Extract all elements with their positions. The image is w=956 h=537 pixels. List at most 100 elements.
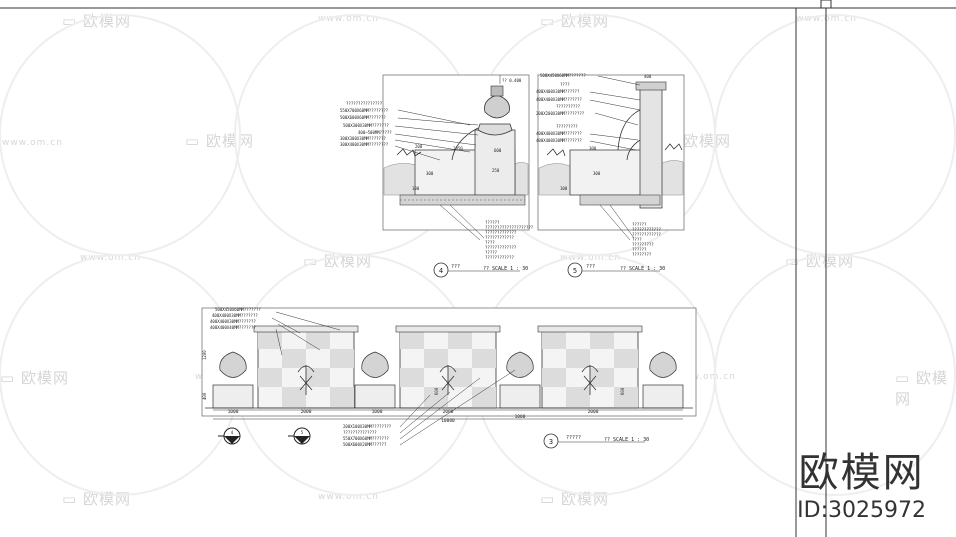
drawing-4-bottom-callouts: ?????? ???????????????????? ????????????… (485, 220, 534, 260)
watermark-logo: ▭ 欧模网 (185, 132, 254, 150)
drawing-5-bottom-callouts: ?????? ???????????? ???????????? ???? ??… (632, 222, 661, 257)
callout-label: 400X400X30MM??????? (210, 319, 256, 324)
pillar-cap (635, 81, 667, 91)
dimension-label: 2000 (301, 409, 312, 415)
callout-label: ???????????????????? (485, 225, 534, 230)
callout-label: 400X400X30MM??????? (212, 313, 258, 318)
drawing-3-bottom-callouts: 200X100X30MM???????? ?????????????? 550X… (343, 424, 392, 447)
callout-label: ???????????? (485, 255, 514, 260)
frame-grip-handle[interactable] (820, 0, 832, 9)
callout-label: ???? (560, 82, 570, 87)
callout-label: 400~500MM????? (358, 130, 392, 135)
dimension-label: 600 (434, 387, 439, 395)
callout-label: 500X600X20MM?????? (343, 442, 387, 447)
watermark-url: www.om.cn (318, 492, 379, 502)
plant-symbol (664, 143, 683, 151)
callout-label: ?????????? (556, 104, 581, 109)
urn-pedestal (354, 351, 396, 409)
dimension-label: 100 (560, 186, 568, 191)
callout-label: ????????????? (485, 230, 517, 235)
watermark-url: www.om.cn (560, 253, 621, 263)
callout-label: ???????? (632, 252, 652, 257)
section-marker (433, 262, 449, 278)
callout-label: 300X400X30MM???????? (340, 142, 389, 147)
dimension-label: 1200 (202, 350, 207, 360)
leader-lines (399, 369, 516, 446)
water-arc (617, 109, 641, 151)
watermark-logo: ▭ 欧模网 (0, 369, 69, 387)
dimension-label: 300 (426, 171, 434, 176)
drawing-4-section: ?? 0.400 ??????????????? 550X700X60MM???… (340, 74, 534, 278)
drawing-number: 5 (573, 267, 577, 275)
drawing-4-left-callouts: ??????????????? 550X700X60MM???????? 500… (340, 101, 392, 147)
wall-pillar (639, 87, 663, 209)
watermark-logo: ▭ 欧模网 (895, 369, 948, 408)
drawing-title: ??? (586, 264, 595, 270)
callout-label: ????????????? (485, 245, 517, 250)
callout-label: 200X200X30MM???????? (536, 111, 585, 116)
leader-lines (589, 75, 641, 241)
dimension-label: 1000 (515, 414, 526, 420)
svg-text:4: 4 (231, 430, 234, 435)
dimension-label: 600 (620, 387, 625, 395)
callout-label: 500X300X30MM??????? (343, 123, 389, 128)
callout-label: ????? (485, 250, 498, 255)
callout-label: 300X300X30MM??????? (340, 136, 386, 141)
dimension-label: 250 (492, 168, 500, 173)
callout-label: 500X600X60MM??????? (340, 115, 386, 120)
drawing-5-section: 500X450X60MM??????? ???? 400X400X30MM???… (536, 73, 685, 278)
drawing-title: ????? (566, 435, 581, 441)
urn-top (490, 85, 504, 97)
drawing-3-top-callouts: 500X450X60MM??????? 400X400X30MM??????? … (210, 307, 261, 330)
callout-label: 500X450X60MM??????? (540, 73, 586, 78)
watermark-url: www.om.cn (80, 253, 141, 263)
dimension-label: 100 (412, 186, 420, 191)
gravel-base (399, 194, 526, 206)
drawing-title: ??? (451, 264, 460, 270)
section-cut-marker: 5 (288, 427, 311, 445)
dimension-label: 300 (593, 171, 601, 176)
drawing-scale: ?? SCALE 1 : 30 (620, 266, 665, 272)
dimension-label: 300 (589, 146, 597, 151)
drawing-3-vdims: 1200 400 600 600 (202, 350, 625, 400)
fountain-pillar (474, 129, 516, 196)
section-marker (543, 433, 559, 449)
callout-label: 400X400X30MM?????? (536, 89, 580, 94)
drawing-scale: ?? SCALE 1 : 30 (483, 266, 528, 272)
brand-watermark: 欧模网 ID:3025972 (797, 440, 926, 523)
water-arc (451, 127, 479, 161)
fountain-figure (297, 365, 599, 395)
model-id: ID:3025972 (797, 498, 926, 523)
callout-label: ???????????? (485, 235, 514, 240)
plant-symbol (396, 148, 422, 157)
callout-label: 550X700X60MM???????? (340, 108, 389, 113)
dimension-label: 400 (202, 392, 207, 400)
drawing-number: 4 (439, 267, 443, 275)
callout-label: ?????????????? (343, 430, 377, 435)
drawing-scale: ?? SCALE 1 : 30 (604, 437, 649, 443)
callout-label: ??????????????? (346, 101, 383, 106)
top-callout: ?? 0.400 (502, 78, 522, 83)
gravel-base (579, 194, 661, 206)
callout-label: 400X400X40MM??????? (210, 325, 256, 330)
callout-label: 500X450X60MM??????? (215, 307, 261, 312)
drawing-4-dims: 200 1050 600 300 250 100 (412, 144, 502, 191)
dimension-label: 1050 (453, 146, 463, 151)
leader-lines (394, 109, 485, 241)
urn-pedestal (212, 351, 254, 409)
dimension-label: 2000 (588, 409, 599, 415)
callout-label: ????????? (556, 124, 578, 129)
watermark-url: www.om.cn (675, 372, 736, 382)
plant-symbol (546, 148, 566, 157)
urn-pedestal (499, 351, 541, 409)
watermark-logo: ▭ 欧模网 (62, 12, 131, 30)
drawing-3-elevation: 500X450X60MM??????? 400X400X30MM??????? … (201, 307, 697, 449)
watermark-url: www.om.cn (2, 138, 63, 148)
callout-label: 400X400X30MM??????? (536, 131, 582, 136)
dimension-label: 10000 (441, 418, 455, 424)
callout-label: ?????? (485, 220, 500, 225)
section-cut-marker: 4 (218, 427, 241, 445)
callout-label: ???? (632, 237, 642, 242)
callout-label: 400X400X30MM??????? (536, 138, 582, 143)
